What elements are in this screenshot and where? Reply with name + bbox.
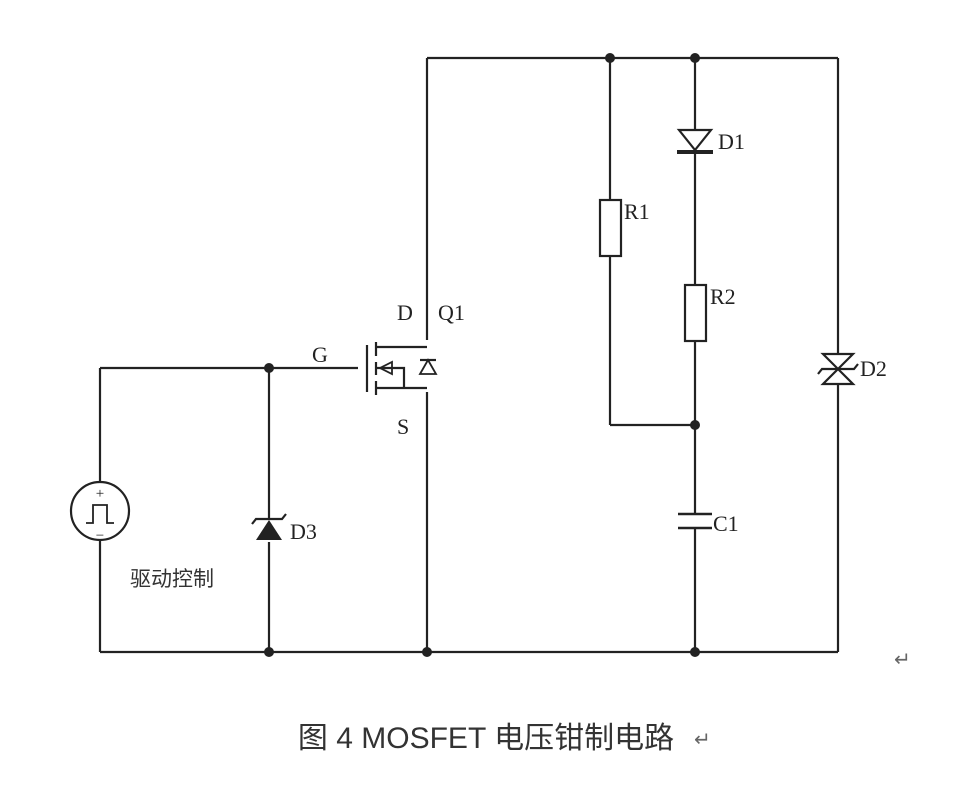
junction-dot [690,420,700,430]
mosfet-q1-symbol [365,342,438,395]
zener-d3-symbol [251,513,287,540]
pulse-waveform-icon [86,504,114,524]
label-c1: C1 [713,511,739,536]
source-plus-label: + [96,486,104,502]
q1-body-arrow [377,360,393,376]
label-d: D [397,300,413,325]
d2-triangle-top [820,352,856,371]
label-d2: D2 [860,356,887,381]
pulse-source-circle [69,480,131,542]
label-d1: D1 [718,129,745,154]
d2-triangle-bottom [820,367,856,386]
pulse-source-symbol: + − [69,480,131,544]
junctions [264,53,700,657]
q1-body-connection [376,366,406,388]
q1-body-diode [418,358,438,375]
label-g: G [312,342,328,367]
tvs-d2-symbol [817,352,859,386]
junction-dot [690,53,700,63]
d3-bar [251,513,287,525]
capacitor-c1-symbol [678,512,712,530]
junction-dot [264,363,274,373]
return-mark: ↵ [894,647,911,671]
figure-caption: 图 4 MOSFET 电压钳制电路 [298,722,674,755]
label-r2: R2 [710,284,736,309]
label-drive-control: 驱动控制 [130,567,214,591]
junction-dot [264,647,274,657]
label-s: S [397,414,409,439]
wires [98,56,840,654]
diode-d1-symbol [676,128,714,154]
label-d3: D3 [290,519,317,544]
junction-dot [605,53,615,63]
resistor-r1-symbol [598,198,623,258]
d3-triangle [256,520,282,540]
source-minus-label: − [96,528,104,544]
junction-dot [422,647,432,657]
label-q1: Q1 [438,300,465,325]
d2-bar [817,363,859,375]
resistor-r2-symbol [683,283,708,343]
d1-triangle [676,128,714,152]
junction-dot [690,647,700,657]
caption-return-mark: ↵ [694,727,711,751]
label-r1: R1 [624,199,650,224]
